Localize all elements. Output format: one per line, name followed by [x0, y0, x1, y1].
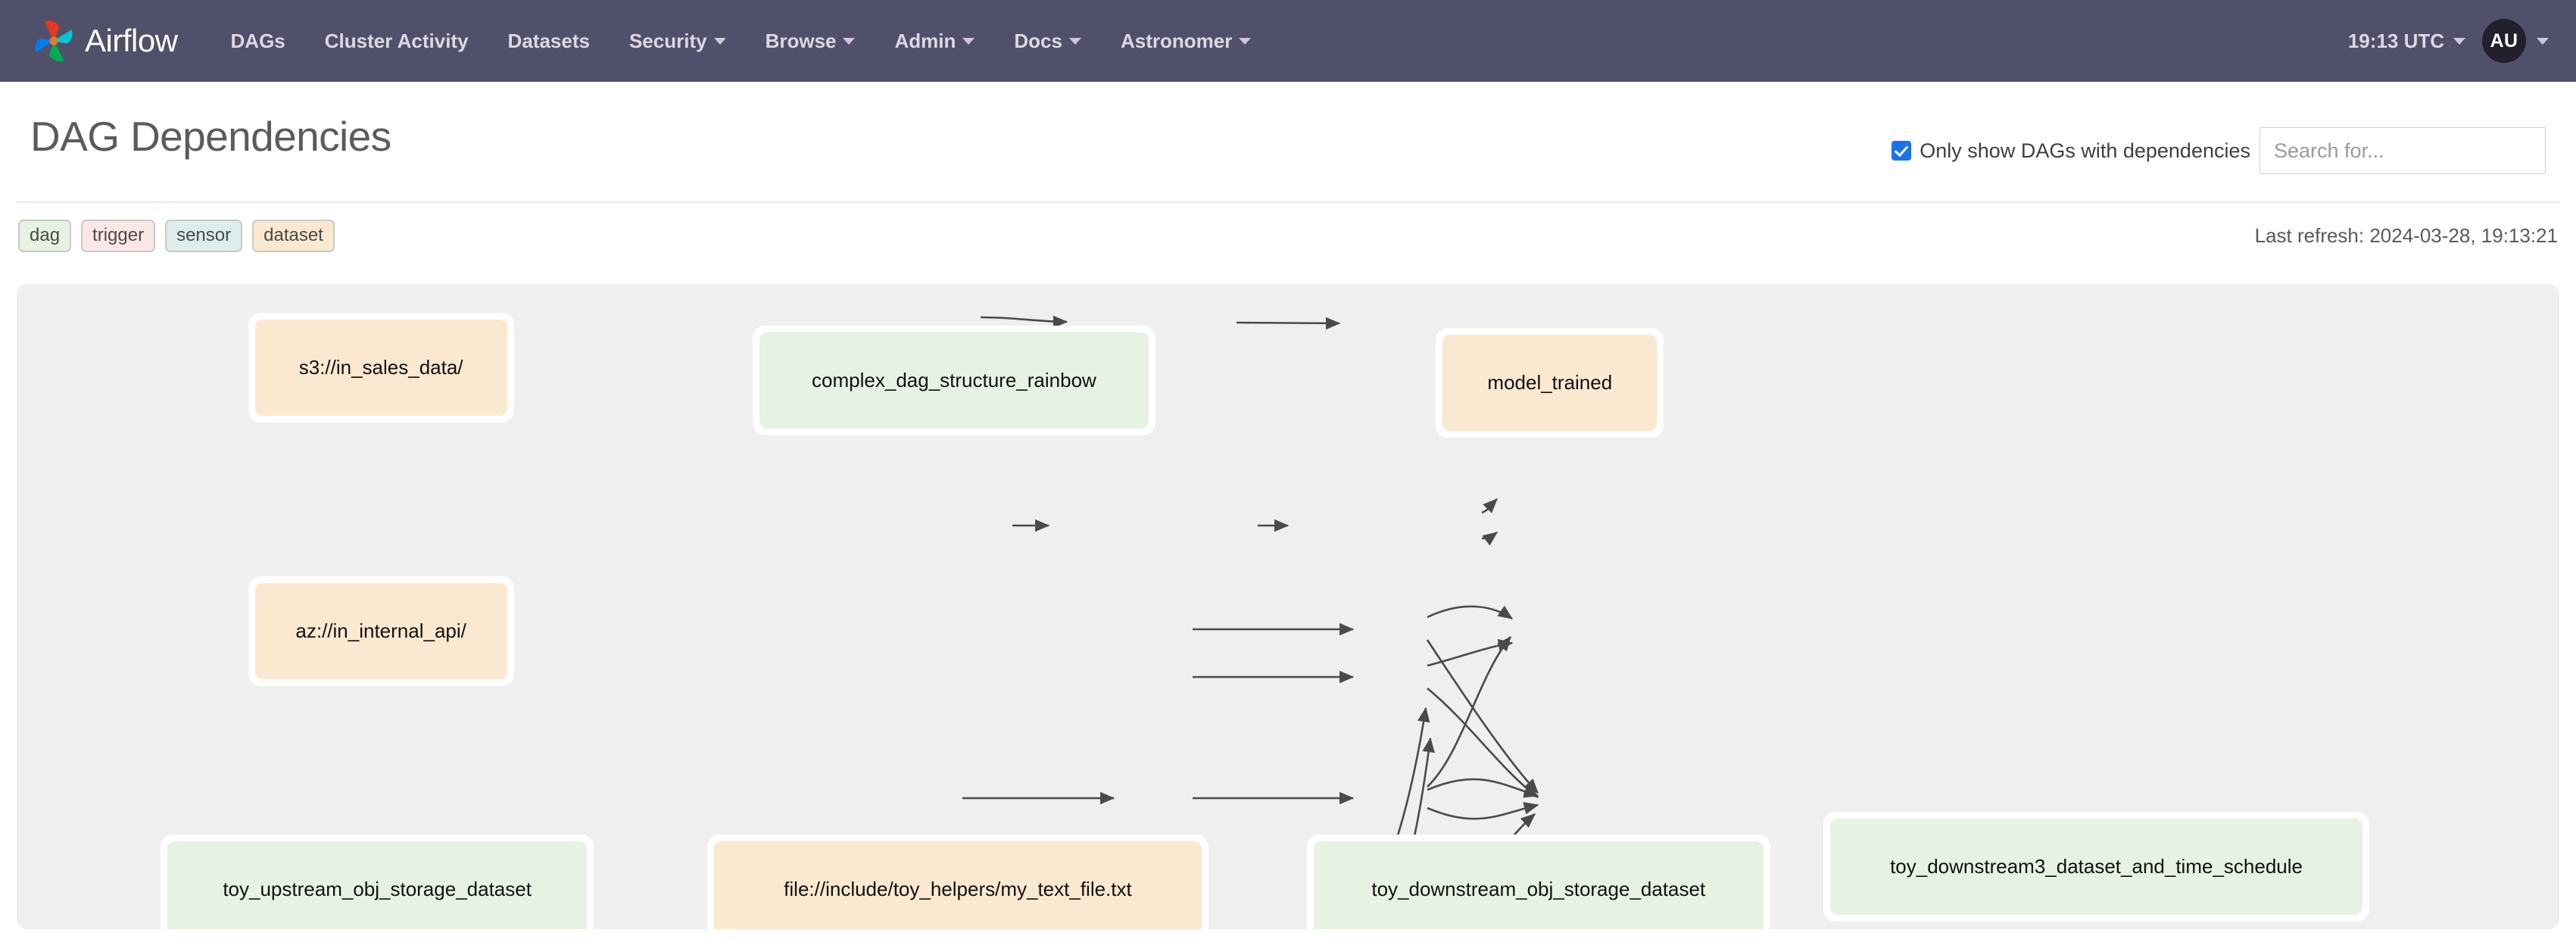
graph-node-s3_in_sales_data[interactable]: s3://in_sales_data/ — [248, 312, 514, 423]
graph-node-label: toy_downstream_obj_storage_dataset — [1314, 841, 1764, 929]
last-refresh-text: Last refresh: 2024-03-28, 19:13:21 — [2254, 224, 2558, 247]
nav-label: Cluster Activity — [324, 29, 469, 52]
nav-item-cluster-activity[interactable]: Cluster Activity — [305, 19, 488, 64]
nav-item-security[interactable]: Security — [610, 19, 746, 64]
nav-label: DAGs — [230, 29, 285, 52]
nav-item-admin[interactable]: Admin — [875, 19, 994, 64]
brand-logo-link[interactable]: Airflow — [30, 17, 178, 64]
header-controls: Only show DAGs with dependencies — [1891, 115, 2546, 174]
search-input[interactable] — [2259, 127, 2546, 174]
only-deps-checkbox[interactable] — [1891, 141, 1912, 161]
legend-chip-dag[interactable]: dag — [18, 220, 72, 252]
brand-name: Airflow — [85, 23, 178, 58]
nav-item-dags[interactable]: DAGs — [211, 19, 305, 64]
dag-dependency-graph[interactable]: s3://in_sales_data/complex_dag_structure… — [17, 284, 2559, 929]
nav-label: Datasets — [507, 29, 590, 52]
chevron-down-icon — [962, 37, 975, 45]
only-deps-label-text: Only show DAGs with dependencies — [1920, 139, 2250, 162]
timezone-selector[interactable]: 19:13 UTC — [2348, 30, 2465, 53]
graph-node-az_in_internal_api[interactable]: az://in_internal_api/ — [248, 576, 514, 687]
chevron-down-icon — [1068, 37, 1081, 45]
nav-label: Astronomer — [1120, 29, 1233, 52]
current-time: 19:13 UTC — [2347, 29, 2444, 52]
chevron-down-icon — [713, 37, 726, 45]
graph-node-toy_downstream3[interactable]: toy_downstream3_dataset_and_time_schedul… — [1823, 811, 2370, 922]
nav-label: Admin — [894, 29, 956, 52]
nav-item-astronomer[interactable]: Astronomer — [1101, 19, 1271, 64]
airflow-pinwheel-icon — [35, 20, 73, 61]
nav-label: Browse — [765, 29, 837, 52]
graph-node-label: s3://in_sales_data/ — [254, 319, 507, 416]
chevron-down-icon — [843, 37, 856, 45]
graph-node-label: toy_downstream3_dataset_and_time_schedul… — [1829, 818, 2363, 915]
graph-node-label: complex_dag_structure_rainbow — [759, 332, 1149, 429]
legend-row: dag trigger sensor dataset Last refresh:… — [0, 203, 2576, 252]
graph-node-label: model_trained — [1442, 334, 1658, 431]
nav-item-docs[interactable]: Docs — [994, 19, 1101, 64]
nav-menu: DAGs Cluster Activity Datasets Security … — [211, 19, 1271, 64]
nav-item-datasets[interactable]: Datasets — [488, 19, 610, 64]
top-navbar: Airflow DAGs Cluster Activity Datasets S… — [0, 0, 2576, 82]
page-header: DAG Dependencies Only show DAGs with dep… — [0, 82, 2576, 174]
only-deps-checkbox-label[interactable]: Only show DAGs with dependencies — [1891, 139, 2250, 163]
page-title: DAG Dependencies — [30, 113, 391, 160]
legend-chip-trigger[interactable]: trigger — [81, 220, 156, 252]
user-menu[interactable]: AU — [2482, 19, 2549, 63]
graph-node-file_my_text_file[interactable]: file://include/toy_helpers/my_text_file.… — [707, 834, 1208, 929]
header-divider — [17, 201, 2559, 203]
avatar: AU — [2482, 19, 2526, 63]
navbar-right: 19:13 UTC AU — [2348, 19, 2549, 63]
legend-chip-sensor[interactable]: sensor — [165, 220, 243, 252]
graph-node-complex_dag[interactable]: complex_dag_structure_rainbow — [753, 326, 1155, 436]
legend-chips: dag trigger sensor dataset — [18, 220, 335, 252]
chevron-down-icon — [1239, 37, 1252, 45]
legend-chip-dataset[interactable]: dataset — [252, 220, 335, 252]
nav-label: Docs — [1014, 29, 1062, 52]
nav-label: Security — [628, 29, 707, 52]
graph-node-label: az://in_internal_api/ — [254, 582, 507, 680]
nav-item-browse[interactable]: Browse — [746, 19, 875, 64]
chevron-down-icon — [2453, 37, 2465, 45]
graph-node-model_trained[interactable]: model_trained — [1436, 327, 1664, 438]
graph-node-label: toy_upstream_obj_storage_dataset — [167, 841, 587, 929]
graph-node-toy_upstream_obj[interactable]: toy_upstream_obj_storage_dataset — [161, 834, 594, 929]
chevron-down-icon — [2537, 37, 2549, 45]
graph-node-label: file://include/toy_helpers/my_text_file.… — [714, 841, 1202, 929]
graph-node-toy_downstream_obj[interactable]: toy_downstream_obj_storage_dataset — [1307, 834, 1770, 929]
